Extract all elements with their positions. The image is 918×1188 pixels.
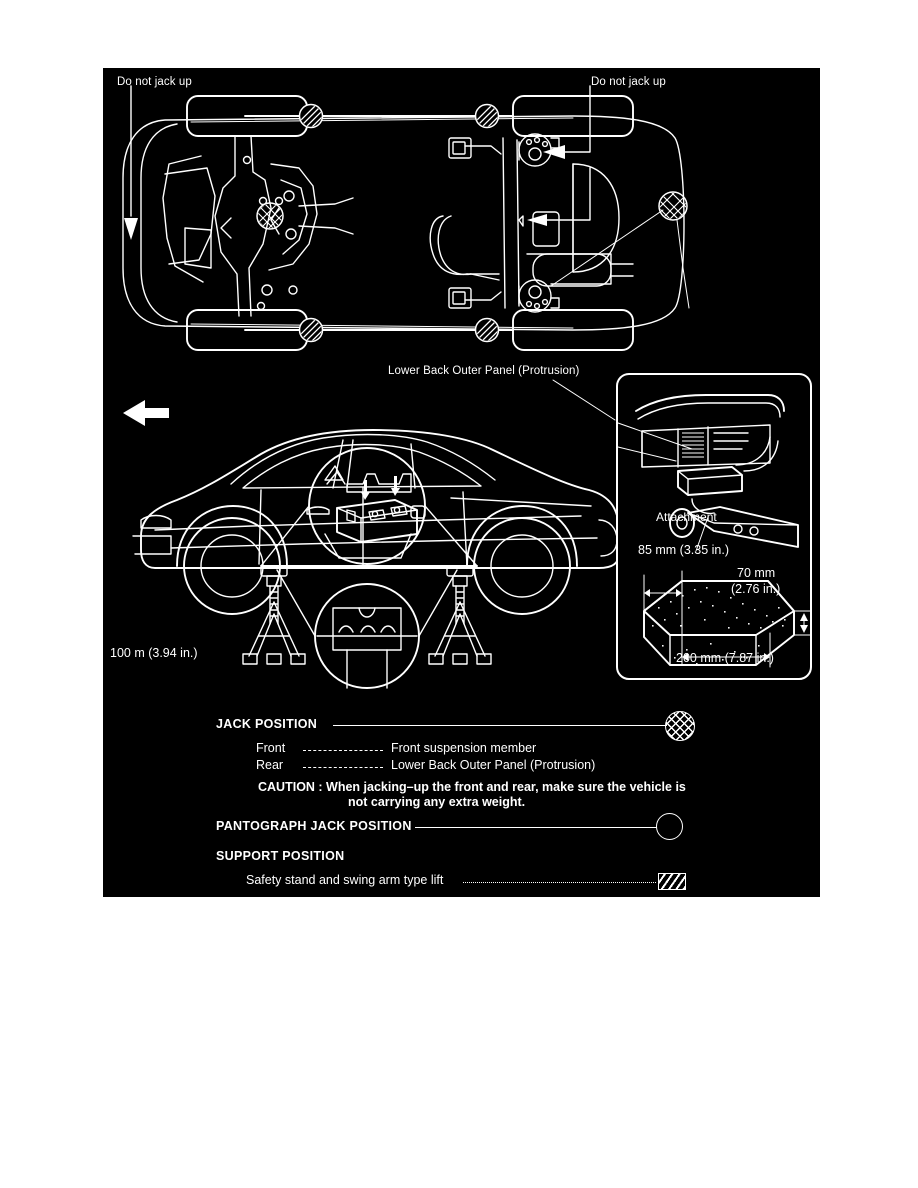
legend-support-marker <box>658 873 686 890</box>
dim-height-right-line1: 70 mm <box>737 566 776 580</box>
legend-jack-position-leader <box>333 725 667 726</box>
tank-pointer <box>527 167 591 226</box>
dim-depth-left: 100 m (3.94 in.) <box>110 646 198 660</box>
support-marker-front-top <box>298 103 324 129</box>
dim-width-top: 85 mm (3.35 in.) <box>638 543 730 557</box>
label-lower-back-outer-panel: Lower Back Outer Panel (Protrusion) <box>388 365 580 377</box>
support-marker-front-bottom <box>298 317 324 343</box>
dim-height-right-line2: (2.76 in.) <box>731 582 781 596</box>
jack-marker-rear <box>658 191 688 221</box>
label-do-not-jack-up-left: Do not jack up <box>117 76 192 88</box>
dim-length-bottom: 200 mm (7.87 in.) <box>676 651 774 665</box>
inset-drawing <box>617 394 811 668</box>
rubber-block-diagram <box>643 570 811 668</box>
label-attachment: Attachment <box>656 510 717 524</box>
rear-jack-pad-bottom <box>518 279 560 313</box>
legend-jack-front-position: Front <box>256 741 286 755</box>
side-view-illustration <box>103 68 820 897</box>
legend-jack-rear-description: Lower Back Outer Panel (Protrusion) <box>391 758 596 772</box>
do-not-jack-up-left-pointer <box>124 85 138 240</box>
label-do-not-jack-up-right: Do not jack up <box>591 76 666 88</box>
legend-pantograph-leader <box>415 827 667 828</box>
inset-detail-panel <box>616 373 812 680</box>
support-marker-rear-bottom <box>474 317 500 343</box>
legend-caution-line1: CAUTION : When jacking–up the front and … <box>258 780 686 794</box>
lower-back-leader <box>552 379 616 421</box>
legend-pantograph-marker <box>656 813 683 840</box>
jack-marker-front <box>256 196 284 230</box>
safety-stand-rear <box>428 565 492 665</box>
legend-support-item: Safety stand and swing arm type lift <box>246 873 444 887</box>
underbody-drawing <box>122 85 690 351</box>
detail-circle-jack-pad <box>260 447 478 567</box>
legend-jack-position-title: JACK POSITION <box>216 717 318 731</box>
legend-block: JACK POSITION Front Front suspension mem… <box>103 68 820 897</box>
legend-jack-rear-position: Rear <box>256 758 284 772</box>
legend-jack-rear-leader <box>303 767 383 768</box>
underbody-plan-view: Do not jack up Do not jack up <box>103 68 820 897</box>
legend-jack-front-leader <box>303 750 383 751</box>
jacking-points-figure: Do not jack up Do not jack up <box>103 68 820 897</box>
detail-circle-support-pad <box>276 569 458 689</box>
legend-pantograph-title: PANTOGRAPH JACK POSITION <box>216 819 412 833</box>
do-not-jack-up-right-pointer <box>543 85 591 159</box>
legend-jack-front-description: Front suspension member <box>391 741 537 755</box>
legend-support-leader <box>463 882 656 883</box>
legend-caution-line2: not carrying any extra weight. <box>348 795 526 809</box>
direction-arrow-icon <box>123 400 169 426</box>
side-view-drawing <box>123 400 620 689</box>
safety-stand-front <box>242 565 306 665</box>
support-marker-rear-top <box>474 103 500 129</box>
legend-jack-position-marker <box>665 711 695 741</box>
legend-support-title: SUPPORT POSITION <box>216 849 345 863</box>
